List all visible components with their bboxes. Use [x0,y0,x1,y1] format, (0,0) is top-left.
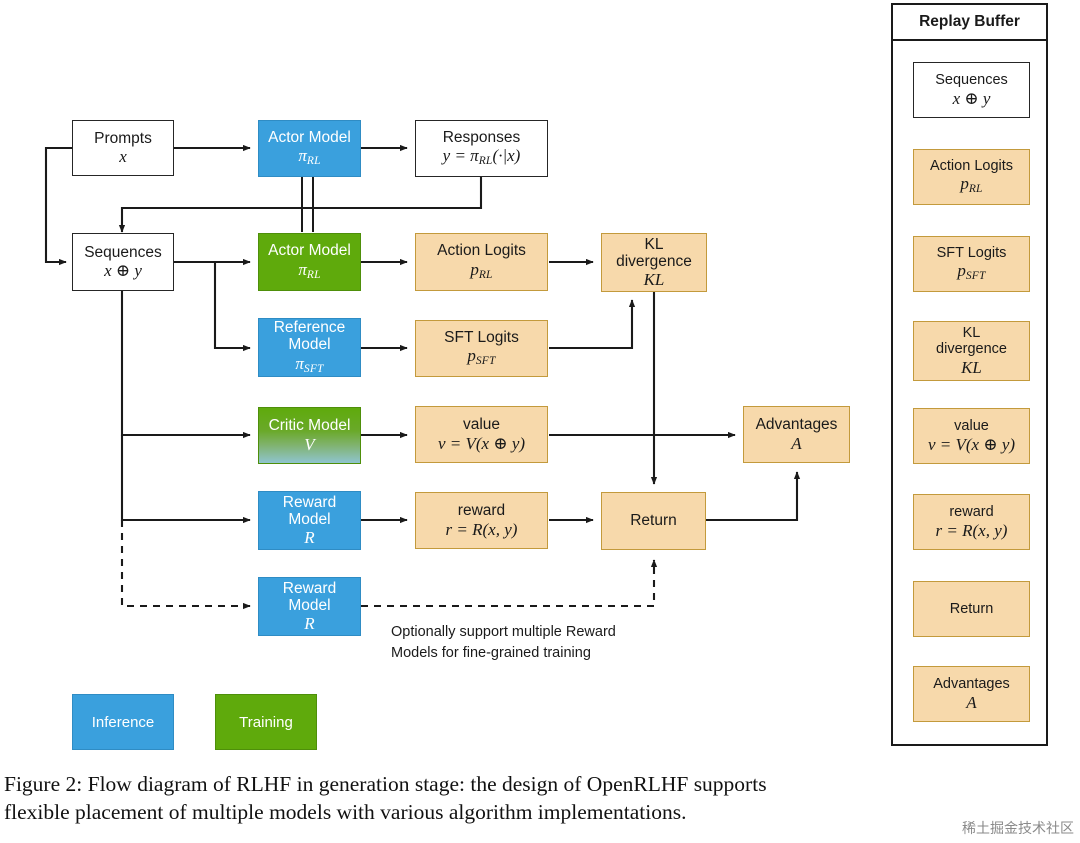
node-prompts-label: Prompts [94,129,152,147]
node-actor-model-inference: Actor Model πRL [258,120,361,177]
watermark: 稀土掘金技术社区 [962,821,1074,837]
legend-inference-label: Inference [91,713,155,731]
rb-item-kl-divergence: KL divergence KL [913,321,1030,381]
rb-kl-label-line2: divergence [936,341,1007,358]
optional-reward-note-line1: Optionally support multiple Reward [391,624,616,640]
node-advantages: Advantages A [743,406,850,463]
node-reward1-label-line2: Model [288,510,331,528]
rb-advantages-label: Advantages [933,676,1010,693]
node-actor-model-training: Actor Model πRL [258,233,361,291]
node-sequences-label: Sequences [84,243,162,261]
node-kl-label-line1: KL [644,235,664,253]
node-sequences: Sequences x ⊕ y [72,233,174,291]
node-reference-label-line2: Model [288,336,331,354]
node-reward-model-primary: Reward Model R [258,491,361,550]
node-advantages-formula: A [791,433,802,453]
node-sft-logits-label: SFT Logits [444,328,519,346]
node-reward-out-label: reward [457,502,506,520]
legend-inference: Inference [72,694,174,750]
rb-sequences-formula: x ⊕ y [952,88,991,108]
node-advantages-label: Advantages [755,416,838,434]
node-actor-top-label: Actor Model [268,128,351,146]
rb-reward-formula: r = R(x, y) [935,520,1008,540]
node-value: value v = V(x ⊕ y) [415,406,548,463]
node-reward1-formula: R [304,528,315,548]
node-actor-train-formula: πRL [298,259,321,281]
rb-item-reward: reward r = R(x, y) [913,494,1030,550]
rb-kl-label-line1: KL [962,324,981,341]
node-kl-label-line2: divergence [616,252,692,270]
legend-training-label: Training [239,713,293,731]
figure-caption-line2: flexible placement of multiple models wi… [4,800,687,825]
rb-sequences-label: Sequences [935,72,1008,89]
rb-return-label: Return [949,600,994,617]
rb-item-value: value v = V(x ⊕ y) [913,408,1030,464]
rb-item-sft-logits: SFT Logits pSFT [913,236,1030,292]
node-reward-model-optional: Reward Model R [258,577,361,636]
node-critic-model: Critic Model V [258,407,361,464]
node-responses-label: Responses [442,128,521,146]
rb-value-formula: v = V(x ⊕ y) [927,434,1016,454]
optional-reward-note-line2: Models for fine-grained training [391,645,591,662]
node-action-logits: Action Logits pRL [415,233,548,291]
node-return-label: Return [630,512,677,530]
node-reward2-formula: R [304,614,315,634]
node-value-formula: v = V(x ⊕ y) [437,433,526,453]
node-sft-logits: SFT Logits pSFT [415,320,548,377]
node-responses: Responses y = πRL(·|x) [415,120,548,177]
rb-kl-formula: KL [961,357,982,377]
node-action-logits-formula: pRL [470,259,493,281]
legend-training: Training [215,694,317,750]
rb-reward-label: reward [949,504,994,521]
node-critic-formula: V [304,434,315,454]
node-reference-label-line1: Reference [273,319,346,337]
rb-value-label: value [954,418,989,435]
optional-reward-note: Optionally support multiple Reward Model… [391,622,691,664]
node-sft-logits-formula: pSFT [467,346,496,368]
node-reference-model: Reference Model πSFT [258,318,361,377]
node-reference-formula: πSFT [295,353,324,376]
node-actor-top-formula: πRL [298,146,321,168]
node-return: Return [601,492,706,550]
node-prompts: Prompts x [72,120,174,176]
rb-sft-logits-formula: pSFT [957,261,986,283]
rb-item-advantages: Advantages A [913,666,1030,722]
rb-item-action-logits: Action Logits pRL [913,149,1030,205]
node-action-logits-label: Action Logits [437,242,526,260]
node-reward2-label-line1: Reward [282,579,337,597]
node-reward-out-formula: r = R(x, y) [445,519,518,539]
rb-item-sequences: Sequences x ⊕ y [913,62,1030,118]
node-value-label: value [462,416,501,434]
rb-item-return: Return [913,581,1030,637]
replay-buffer-panel: Replay Buffer Sequences x ⊕ y Action Log… [891,3,1048,746]
replay-buffer-title: Replay Buffer [893,5,1046,41]
node-kl-divergence: KL divergence KL [601,233,707,292]
node-responses-formula: y = πRL(·|x) [442,146,521,168]
rb-advantages-formula: A [966,692,977,712]
node-reward-output: reward r = R(x, y) [415,492,548,549]
node-reward1-label-line1: Reward [282,493,337,511]
figure-caption: Figure 2: Flow diagram of RLHF in genera… [4,770,1076,827]
node-prompts-formula: x [119,147,127,167]
rb-action-logits-label: Action Logits [929,157,1014,174]
node-reward2-label-line2: Model [288,596,331,614]
rb-sft-logits-label: SFT Logits [936,244,1007,261]
node-sequences-formula: x ⊕ y [104,261,142,281]
node-critic-label: Critic Model [268,417,351,435]
rb-action-logits-formula: pRL [960,174,983,196]
node-actor-train-label: Actor Model [268,242,351,260]
node-kl-formula: KL [643,270,665,290]
figure-caption-line1: Figure 2: Flow diagram of RLHF in genera… [4,772,767,796]
